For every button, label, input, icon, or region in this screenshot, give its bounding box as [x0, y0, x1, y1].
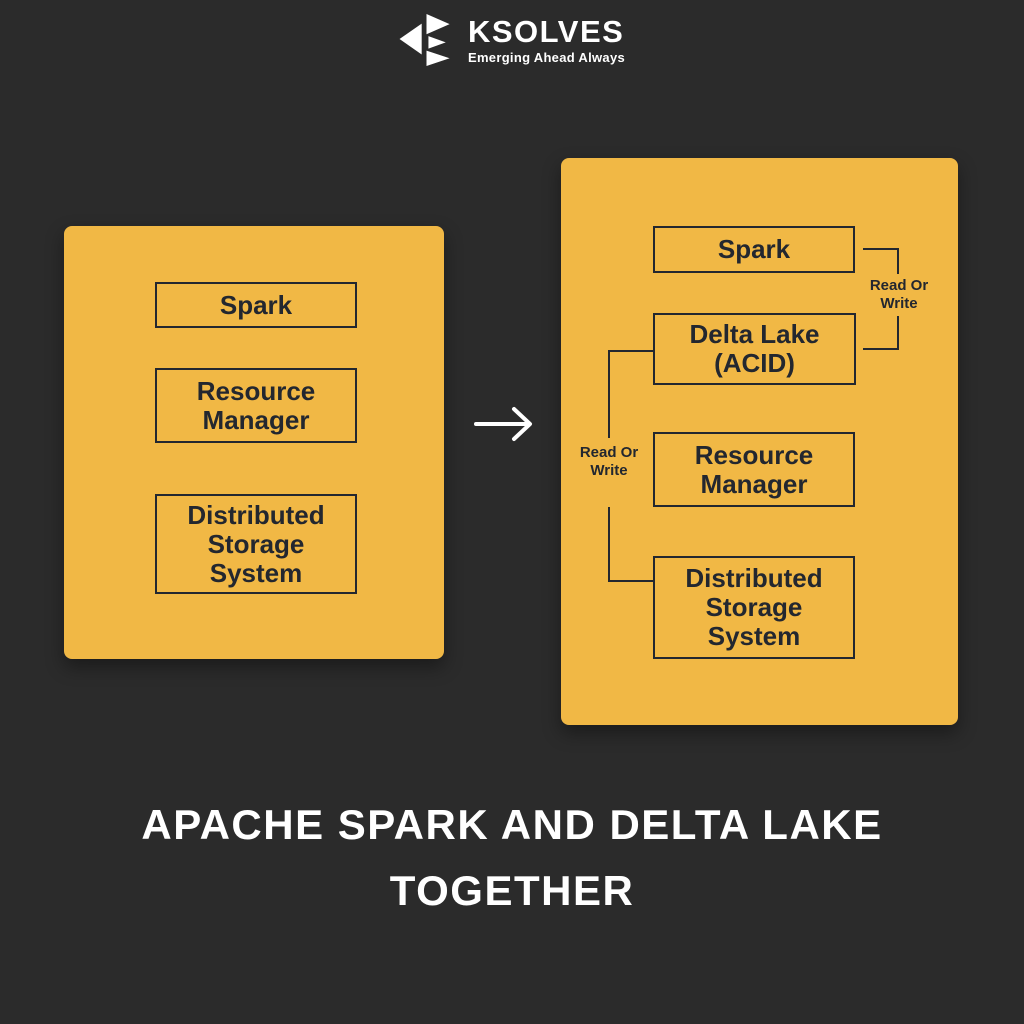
- node-resource-manager-left: Resource Manager: [155, 368, 357, 443]
- connector-label-read-or-write-left: Read Or Write: [579, 444, 639, 479]
- connector-label-read-or-write-right: Read Or Write: [869, 277, 929, 312]
- connector-line: [608, 580, 653, 582]
- connector-line: [897, 316, 899, 350]
- connector-line: [608, 350, 653, 352]
- panel-spark-stack: Spark Resource Manager Distributed Stora…: [64, 226, 444, 659]
- node-spark-right: Spark: [653, 226, 855, 273]
- node-label: Distributed Storage System: [187, 499, 325, 588]
- logo-name: KSOLVES: [467, 14, 625, 49]
- node-label: Distributed Storage System: [685, 563, 823, 651]
- panel-spark-delta-stack: Spark Delta Lake (ACID) Resource Manager…: [561, 158, 958, 725]
- logo-tagline: Emerging Ahead Always: [467, 50, 626, 65]
- connector-line: [863, 248, 899, 250]
- node-label: Delta Lake (ACID): [689, 319, 820, 378]
- node-delta-lake: Delta Lake (ACID): [653, 313, 856, 385]
- connector-line: [608, 507, 610, 582]
- connector-line: [863, 348, 899, 350]
- ksolves-logo: KSOLVES Emerging Ahead Always: [0, 14, 1024, 66]
- node-label: Spark: [717, 234, 791, 264]
- node-spark-left: Spark: [155, 282, 357, 328]
- page-title: APACHE SPARK AND DELTA LAKE TOGETHER: [0, 792, 1024, 924]
- node-label: Resource Manager: [196, 375, 316, 435]
- node-resource-manager-right: Resource Manager: [653, 432, 855, 507]
- connector-line: [897, 248, 899, 274]
- right-arrow-icon: [474, 407, 532, 441]
- page-title-line1: APACHE SPARK AND DELTA LAKE: [141, 801, 883, 848]
- logo-text: KSOLVES Emerging Ahead Always: [467, 14, 626, 66]
- connector-line: [608, 350, 610, 438]
- node-distributed-storage-left: Distributed Storage System: [155, 494, 357, 594]
- page-title-line2: TOGETHER: [389, 867, 635, 914]
- ksolves-logo-icon: [399, 14, 450, 66]
- node-label: Spark: [219, 289, 293, 320]
- node-distributed-storage-right: Distributed Storage System: [653, 556, 855, 659]
- node-label: Resource Manager: [694, 439, 814, 499]
